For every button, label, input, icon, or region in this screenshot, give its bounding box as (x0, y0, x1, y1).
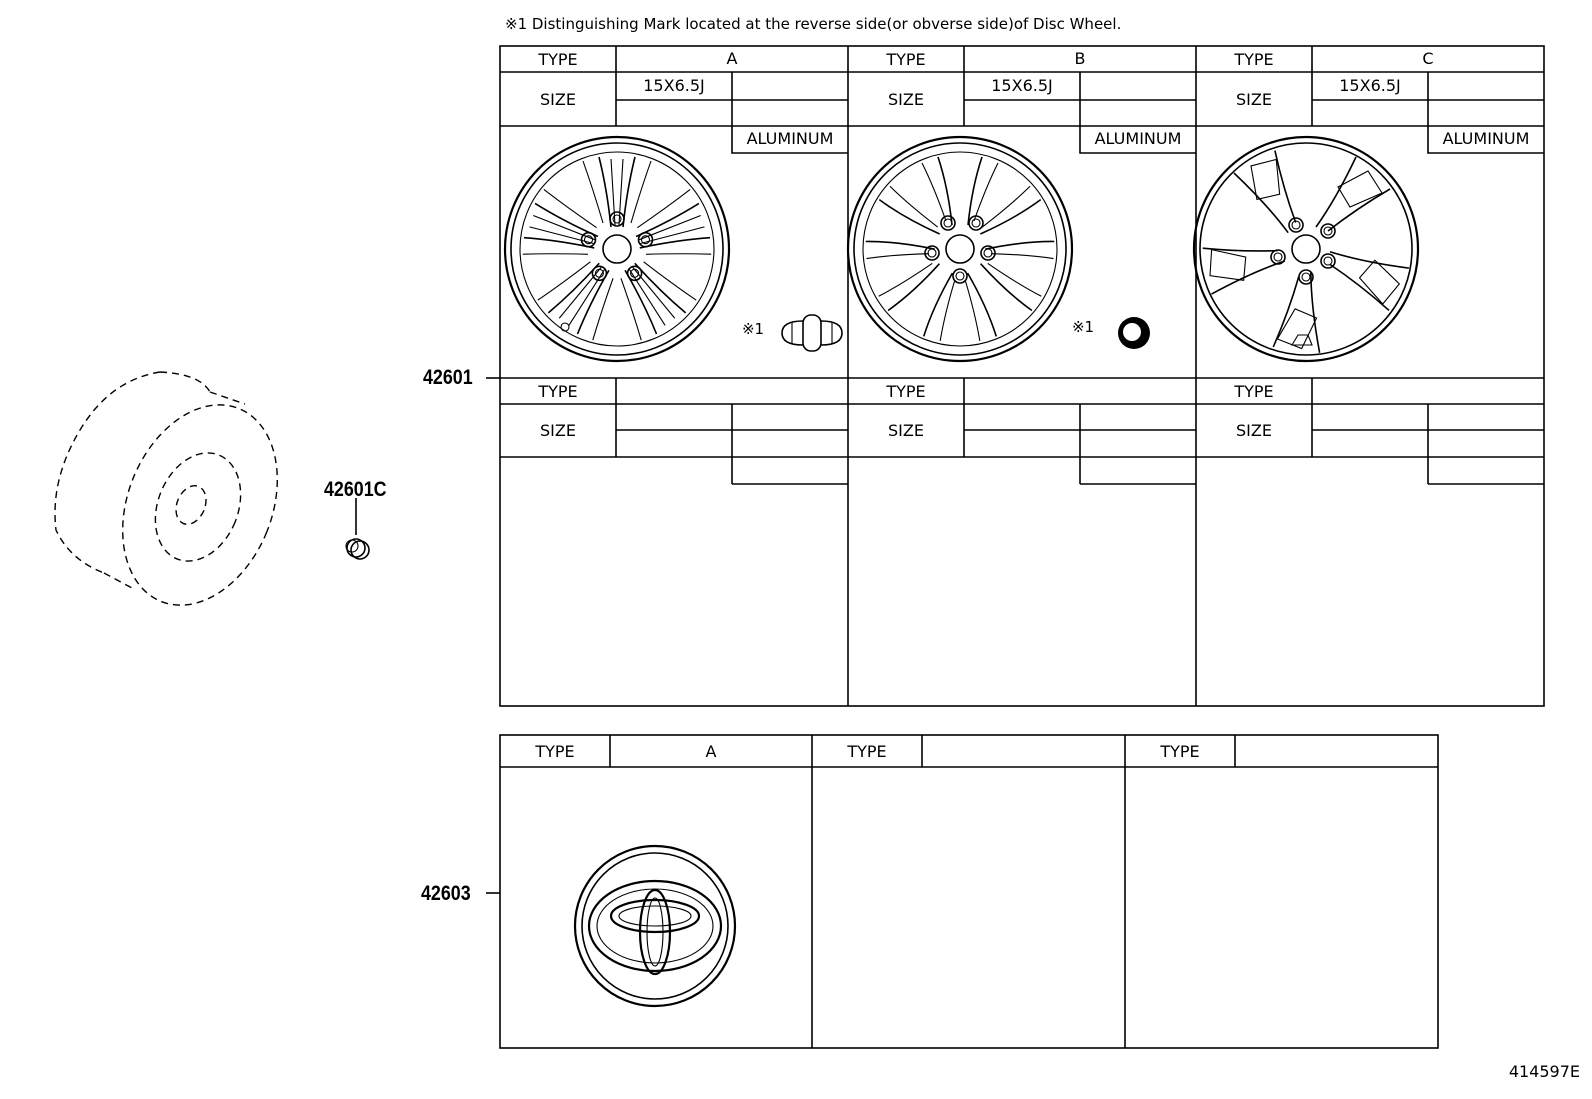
type-label-c: TYPE (1234, 50, 1274, 69)
size-value-a: 15X6.5J (643, 76, 705, 95)
empty-size-label-2: SIZE (888, 421, 924, 440)
wheel-a-drawing (503, 135, 731, 363)
size-label-b: SIZE (888, 90, 924, 109)
size-label-a: SIZE (540, 90, 576, 109)
wheel-outline-drawing (54, 371, 278, 606)
material-b: ALUMINUM (1094, 129, 1182, 148)
mark-b-icon (1118, 317, 1150, 349)
mark-label-b: ※1 (1071, 318, 1095, 336)
type-label-a: TYPE (538, 50, 578, 69)
size-value-c: 15X6.5J (1339, 76, 1401, 95)
empty-size-label-3: SIZE (1236, 421, 1272, 440)
valve-drawing (345, 538, 370, 560)
callout-42603: 42603 (421, 882, 471, 905)
toyota-emblem (573, 844, 737, 1008)
empty-size-label-1: SIZE (540, 421, 576, 440)
material-a: ALUMINUM (746, 129, 834, 148)
ornament-type-label-2: TYPE (847, 742, 887, 761)
ornament-type-value-1: A (705, 742, 717, 761)
material-c: ALUMINUM (1442, 129, 1530, 148)
ornament-table-grid (499, 734, 1439, 1049)
size-label-c: SIZE (1236, 90, 1272, 109)
callout-42601: 42601 (423, 366, 473, 389)
type-label-b: TYPE (886, 50, 926, 69)
mark-label-a: ※1 (741, 320, 765, 338)
type-value-a: A (726, 49, 738, 68)
distinguishing-mark-note: ※1 Distinguishing Mark located at the re… (505, 15, 1122, 33)
ornament-type-label-3: TYPE (1160, 742, 1200, 761)
size-value-b: 15X6.5J (991, 76, 1053, 95)
wheel-b-drawing (846, 135, 1074, 363)
ornament-type-label-1: TYPE (535, 742, 575, 761)
type-value-b: B (1074, 49, 1086, 68)
figure-number: 414597E (1508, 1062, 1580, 1081)
wheel-c-drawing (1183, 135, 1421, 374)
callout-42601c: 42601C (324, 478, 387, 501)
mark-a-icon (781, 314, 843, 352)
empty-type-label-3: TYPE (1234, 382, 1274, 401)
type-value-c: C (1422, 49, 1434, 68)
wheel-table-grid (499, 45, 1545, 707)
empty-type-label-1: TYPE (538, 382, 578, 401)
empty-type-label-2: TYPE (886, 382, 926, 401)
